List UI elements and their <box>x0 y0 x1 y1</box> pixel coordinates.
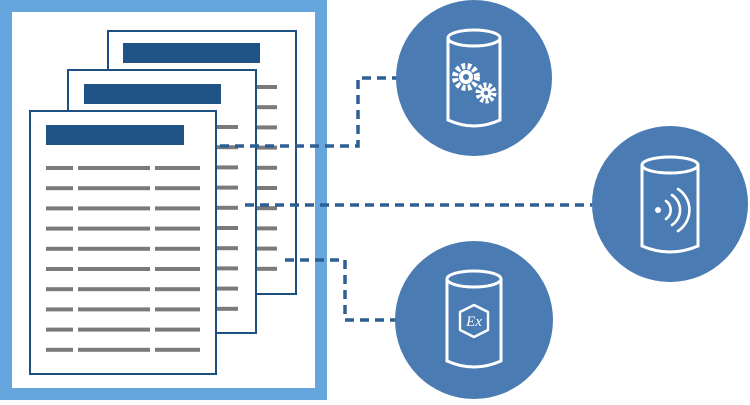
cylinder-icon <box>640 155 700 254</box>
page-header-bar <box>123 43 260 63</box>
connector-to-ex-node <box>285 258 398 322</box>
table-line <box>78 246 150 251</box>
table-line <box>155 166 200 170</box>
page-header-bar <box>84 84 221 104</box>
ex-hexagon-icon: Ex <box>458 303 490 339</box>
table-line <box>155 246 200 251</box>
table-line <box>46 287 73 292</box>
storage-node-wireless <box>592 126 748 282</box>
connector-to-gears-node <box>205 76 400 148</box>
table-line <box>155 347 200 352</box>
table-line <box>46 166 73 170</box>
table-line <box>46 327 73 332</box>
gears-icon <box>452 63 497 104</box>
table-line <box>46 267 73 271</box>
table-line <box>78 267 150 271</box>
table-line <box>78 166 150 170</box>
table-line <box>78 206 150 211</box>
storage-node-gears <box>396 0 552 156</box>
table-line <box>46 307 73 312</box>
table-line <box>46 206 73 211</box>
page-header-bar <box>46 125 184 145</box>
table-line <box>78 347 150 352</box>
table-line <box>46 246 73 251</box>
table-line <box>46 226 73 231</box>
table-line <box>155 307 200 312</box>
table-line <box>155 267 200 271</box>
table-line <box>46 347 73 352</box>
table-line <box>46 186 73 191</box>
table-line <box>155 327 200 332</box>
table-line <box>78 186 150 191</box>
storage-node-ex: Ex <box>395 241 553 399</box>
table-line <box>78 307 150 312</box>
cylinder-icon <box>445 269 503 369</box>
page-table-lines <box>46 166 200 352</box>
table-line <box>78 327 150 332</box>
table-line <box>155 226 200 231</box>
document-page-front <box>29 110 217 375</box>
table-line <box>78 226 150 231</box>
connector-lines <box>205 76 592 322</box>
table-line <box>155 287 200 292</box>
wireless-signal-icon <box>655 187 691 233</box>
table-line <box>155 186 200 191</box>
ex-label: Ex <box>465 314 482 330</box>
table-line <box>78 287 150 292</box>
cylinder-icon <box>446 28 502 128</box>
table-line <box>155 206 200 211</box>
